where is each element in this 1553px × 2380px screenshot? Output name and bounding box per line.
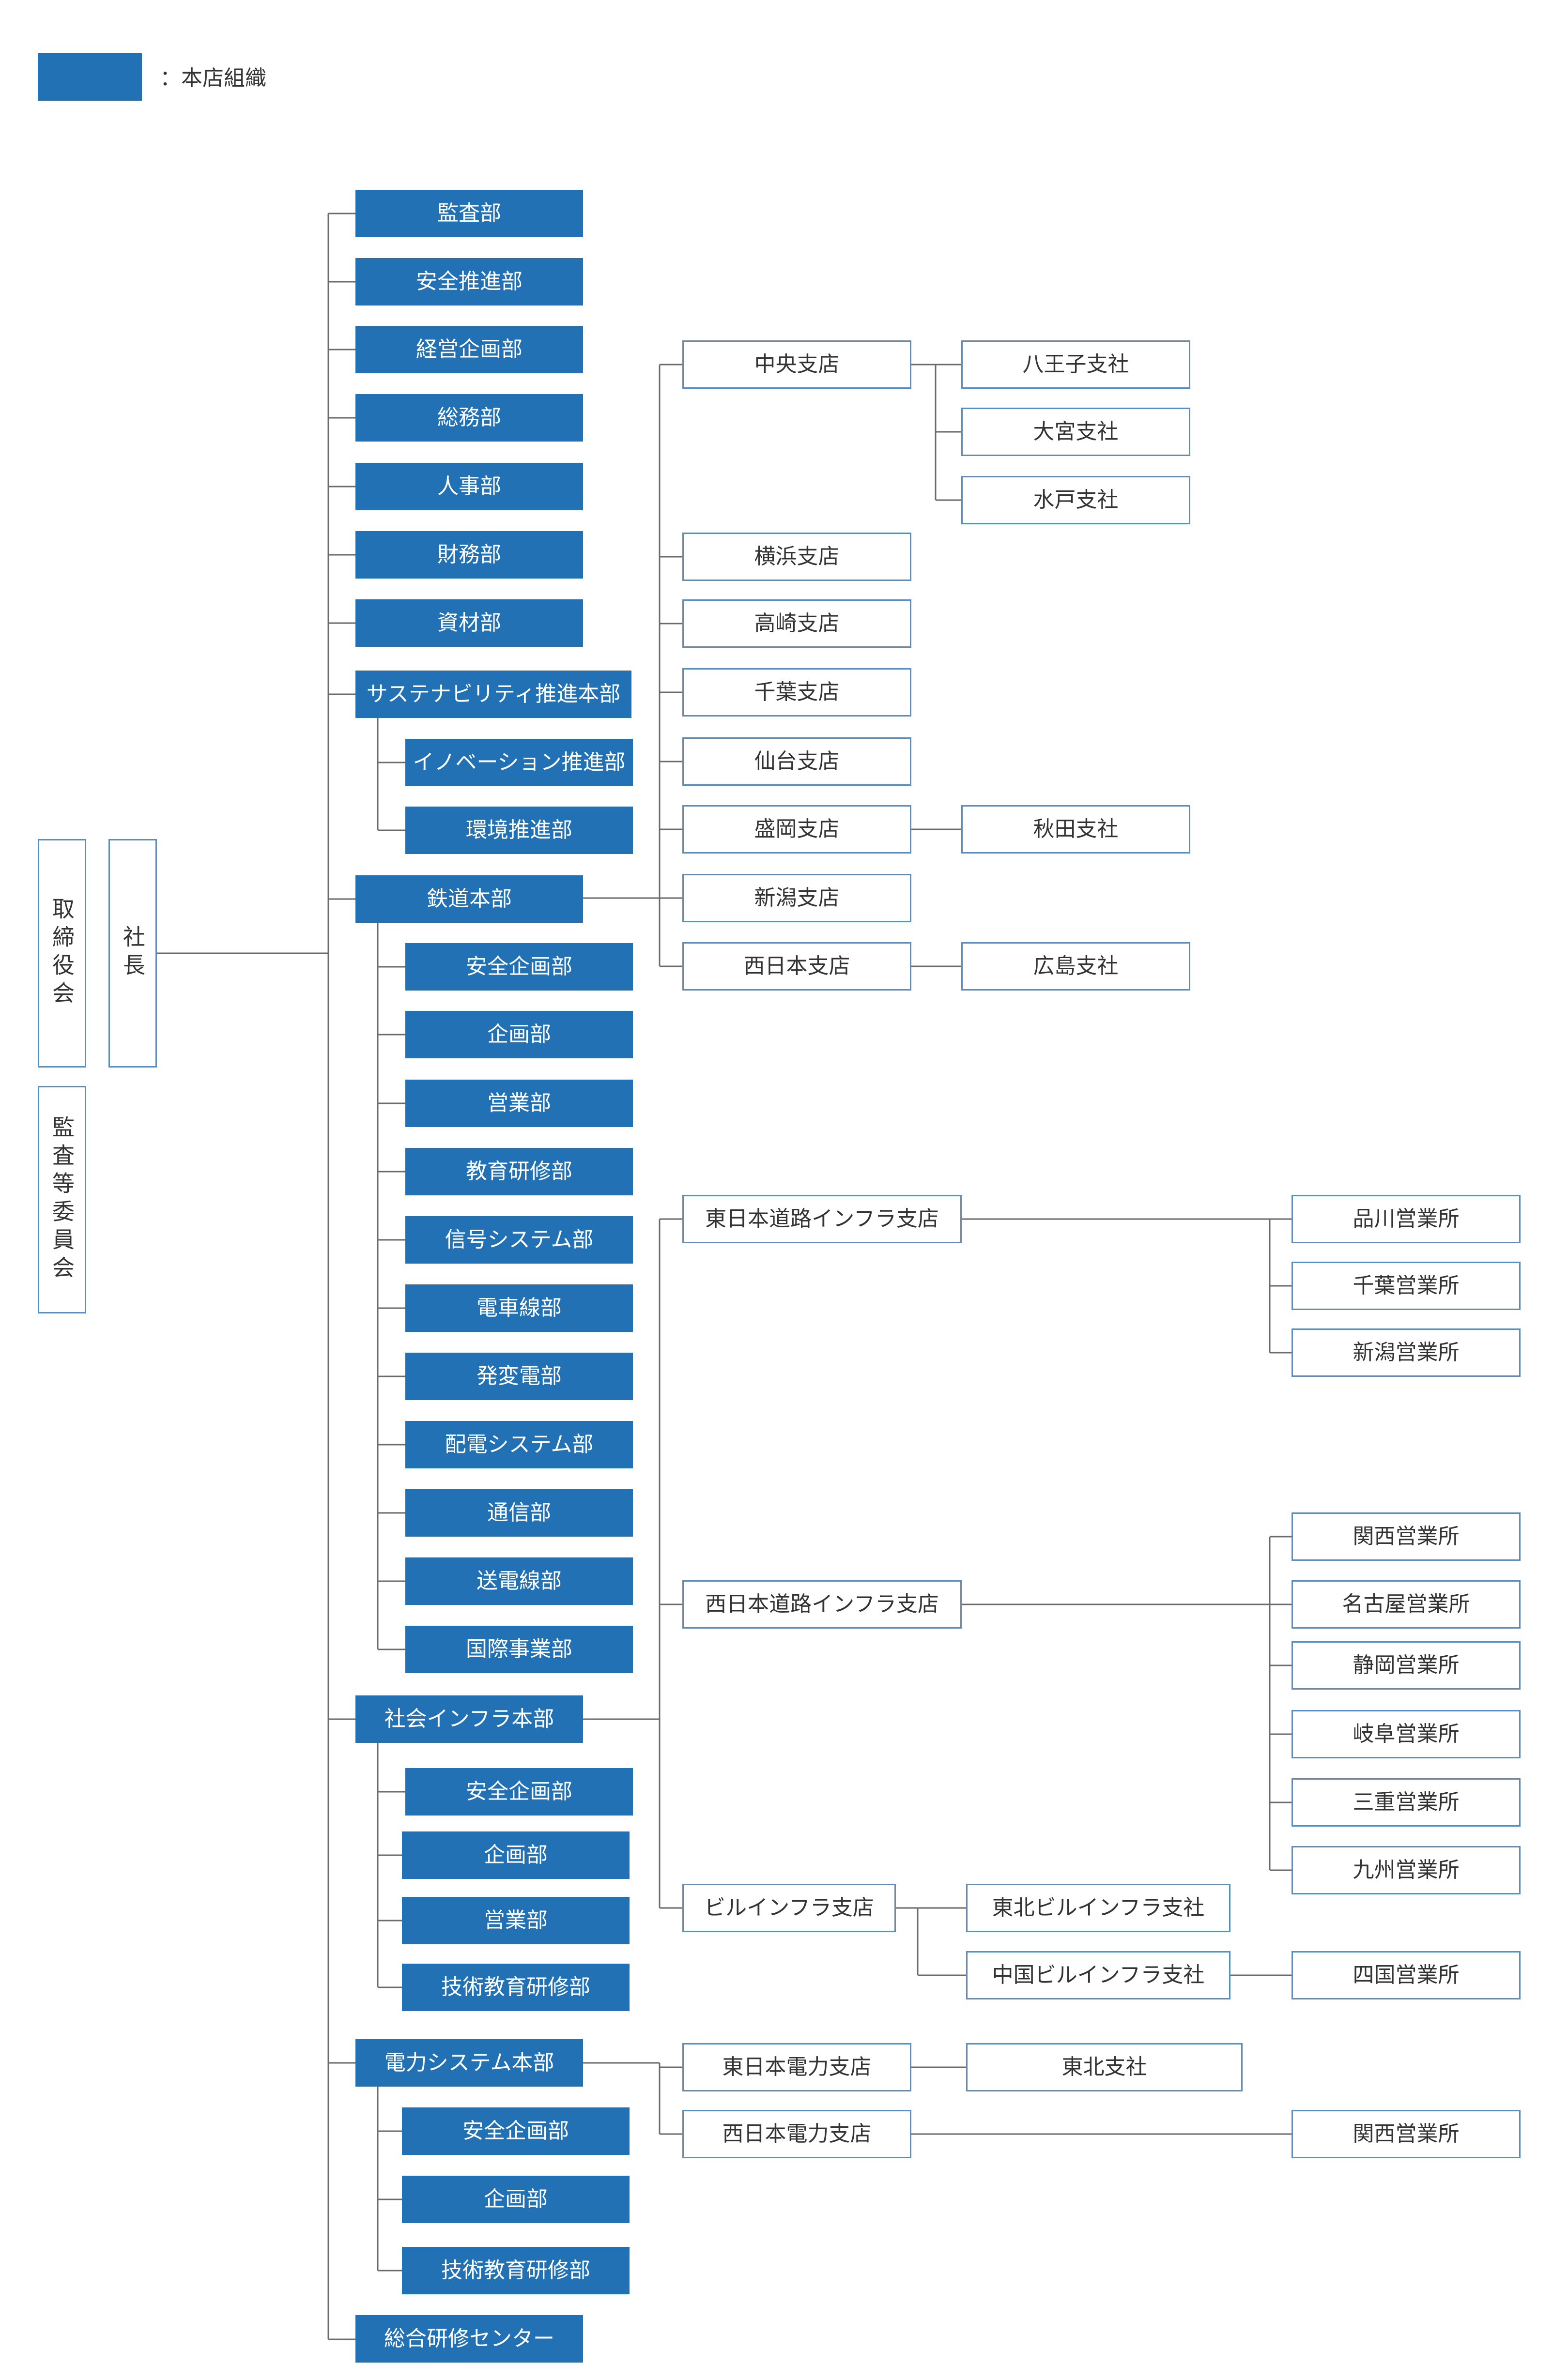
- railway-substation: 発変電部: [405, 1353, 633, 1400]
- office-shikoku: 四国営業所: [1292, 1951, 1521, 1999]
- branch-building-infra: ビルインフラ支店: [682, 1884, 896, 1932]
- office-kansai: 関西営業所: [1292, 1512, 1521, 1561]
- social-tech-training: 技術教育研修部: [402, 1964, 630, 2011]
- office-tohoku: 東北支社: [966, 2043, 1243, 2091]
- president: 社長: [108, 839, 157, 1068]
- branch-sendai: 仙台支店: [682, 737, 911, 786]
- railway-sales: 営業部: [405, 1080, 633, 1127]
- office-shinagawa: 品川営業所: [1292, 1195, 1521, 1243]
- branch-morioka: 盛岡支店: [682, 805, 911, 854]
- office-kansai-power: 関西営業所: [1292, 2110, 1521, 2158]
- dept-safety: 安全推進部: [355, 258, 583, 305]
- office-hachioji: 八王子支社: [961, 340, 1190, 389]
- social-sales: 営業部: [402, 1897, 630, 1944]
- railway-education: 教育研修部: [405, 1148, 633, 1195]
- railway-distribution: 配電システム部: [405, 1421, 633, 1468]
- legend-swatch: [38, 53, 142, 101]
- training-center: 総合研修センター: [355, 2315, 583, 2363]
- office-omiya: 大宮支社: [961, 408, 1190, 456]
- railway-planning: 企画部: [405, 1011, 633, 1058]
- branch-chuo: 中央支店: [682, 340, 911, 389]
- railway-safety-planning: 安全企画部: [405, 943, 633, 991]
- social-planning: 企画部: [402, 1831, 630, 1879]
- office-shizuoka: 静岡営業所: [1292, 1641, 1521, 1690]
- office-gifu: 岐阜営業所: [1292, 1710, 1521, 1758]
- power-safety-planning: 安全企画部: [402, 2107, 630, 2155]
- dept-hr: 人事部: [355, 463, 583, 510]
- railway-international: 国際事業部: [405, 1626, 633, 1673]
- office-nagoya: 名古屋営業所: [1292, 1580, 1521, 1629]
- hq-sustainability: サステナビリティ推進本部: [355, 671, 631, 718]
- branch-east-road-infra: 東日本道路インフラ支店: [682, 1195, 962, 1243]
- dept-innovation: イノベーション推進部: [405, 739, 633, 786]
- hq-power-systems: 電力システム本部: [355, 2039, 583, 2087]
- branch-yokohama: 横浜支店: [682, 533, 911, 581]
- branch-west-road-infra: 西日本道路インフラ支店: [682, 1580, 962, 1629]
- railway-transmission: 送電線部: [405, 1557, 633, 1605]
- branch-niigata: 新潟支店: [682, 874, 911, 922]
- power-tech-training: 技術教育研修部: [402, 2247, 630, 2294]
- office-kyushu: 九州営業所: [1292, 1846, 1521, 1894]
- dept-general-affairs: 総務部: [355, 394, 583, 442]
- hq-social-infra: 社会インフラ本部: [355, 1695, 583, 1743]
- branch-west-power: 西日本電力支店: [682, 2110, 911, 2158]
- dept-finance: 財務部: [355, 531, 583, 579]
- dept-environment: 環境推進部: [405, 807, 633, 854]
- dept-audit: 監査部: [355, 190, 583, 237]
- legend-label: ：本店組織: [160, 66, 266, 91]
- office-akita: 秋田支社: [961, 805, 1190, 854]
- office-tohoku-building: 東北ビルインフラ支社: [966, 1884, 1230, 1932]
- railway-signal: 信号システム部: [405, 1216, 633, 1264]
- audit-committee: 監査等委員会: [38, 1086, 86, 1313]
- railway-trainline: 電車線部: [405, 1284, 633, 1332]
- office-chiba: 千葉営業所: [1292, 1262, 1521, 1310]
- office-niigata: 新潟営業所: [1292, 1328, 1521, 1377]
- dept-materials: 資材部: [355, 599, 583, 647]
- office-mie: 三重営業所: [1292, 1778, 1521, 1827]
- railway-communication: 通信部: [405, 1489, 633, 1537]
- social-safety-planning: 安全企画部: [405, 1768, 633, 1816]
- branch-east-power: 東日本電力支店: [682, 2043, 911, 2091]
- power-planning: 企画部: [402, 2176, 630, 2223]
- branch-nishinihon: 西日本支店: [682, 942, 911, 991]
- office-mito: 水戸支社: [961, 476, 1190, 524]
- board-of-directors: 取締役会: [38, 839, 86, 1068]
- dept-planning: 経営企画部: [355, 326, 583, 373]
- branch-takasaki: 高崎支店: [682, 599, 911, 648]
- office-chugoku-building: 中国ビルインフラ支社: [966, 1951, 1230, 1999]
- branch-chiba: 千葉支店: [682, 668, 911, 717]
- hq-railway: 鉄道本部: [355, 875, 583, 923]
- office-hiroshima: 広島支社: [961, 942, 1190, 991]
